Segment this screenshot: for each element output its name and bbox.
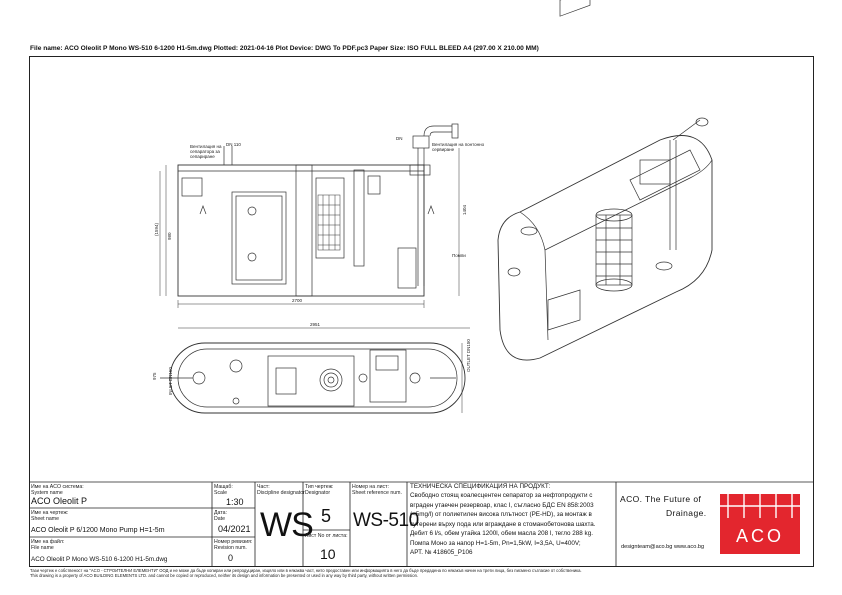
filter-basket	[317, 194, 341, 251]
revision-label: Номер ревизия:	[214, 539, 253, 545]
spec-line: (<5mg/l) от полиетилен висока плътност (…	[410, 511, 592, 518]
sheet-num-label-en: Sheet reference num.	[352, 490, 402, 496]
part-label-en: Discipline designator	[257, 490, 305, 496]
file-name-value: ACO Oleolit P Mono WS-510 6-1200 H1-5m.d…	[31, 556, 168, 563]
revision-value: 0	[228, 553, 234, 563]
spec-line: АРТ. № 418605_P106	[410, 549, 473, 556]
label-outlet: OUTLET DN150	[466, 339, 471, 372]
file-name-label: Име на файл:	[31, 539, 65, 545]
type-value: 5	[321, 506, 332, 526]
front-elevation	[159, 123, 470, 329]
sheets-value: 10	[320, 546, 336, 562]
type-label-en: Designator	[305, 490, 331, 496]
aco-logo: ACO	[720, 494, 800, 554]
spec-line: вграден утаечен резервоар, клас I, съгла…	[410, 501, 594, 509]
label-inlet: INLET DN150	[168, 367, 173, 395]
company-tagline: ACO. The Future of	[620, 494, 702, 504]
label-dn110: DN 110	[226, 142, 241, 147]
sheet-name-label-en: Sheet name	[31, 516, 59, 522]
label-dn-small: DN	[396, 136, 403, 141]
spec-line: Помпа Моно за напор H=1-5m, Pn=1,5kW, I=…	[410, 539, 581, 547]
dim-1594: (1594)	[154, 222, 159, 236]
file-name-label-en: File name	[31, 545, 54, 551]
revision-label-en: Revision num.	[214, 545, 247, 551]
sheets-label: Лист No от листа:	[305, 533, 348, 539]
part-label: Част:	[257, 484, 270, 490]
drawing-header: File name: ACO Oleolit P Mono WS-510 6-1…	[30, 45, 539, 52]
company-tagline-2: Drainage.	[666, 508, 707, 518]
sheet-num-label: Номер на лист:	[352, 484, 389, 490]
date-label: Дата:	[214, 510, 227, 516]
isometric-view	[497, 0, 713, 361]
part-value: WS	[260, 506, 314, 544]
copyright-en: This drawing is a property of ACO BUILDI…	[30, 573, 419, 579]
dim-980: 980	[167, 232, 172, 240]
sheet-num-value: WS-510	[353, 510, 419, 531]
copyright-bg: Тази чертеж е собственост на "ACO - СТРО…	[30, 568, 582, 573]
date-value: 04/2021	[218, 524, 251, 534]
sheet-name-value: ACO Oleolit P 6/1200 Mono Pump H=1-5m	[31, 527, 165, 534]
spec-line: сутерени върху пода или вграждане в стом…	[410, 520, 596, 528]
spec-title: ТЕХНИЧЕСКА СПЕЦИФИКАЦИЯ НА ПРОДУКТ:	[410, 483, 551, 490]
system-label: Име на ACO система:	[31, 484, 84, 490]
copyright-notice: Тази чертеж е собственост на "ACO - СТРО…	[30, 568, 582, 578]
plan-view	[160, 342, 466, 414]
dim-2700: 2700	[292, 298, 303, 303]
date-label-en: Date	[214, 516, 225, 522]
type-label: Тип чертеж:	[305, 484, 334, 490]
aco-logo-text: ACO	[735, 526, 784, 546]
label-pump: Помпи	[452, 253, 466, 258]
dim-1404: 1404	[462, 204, 467, 215]
dim-975: 975	[152, 372, 157, 380]
system-label-en: System name	[31, 490, 63, 496]
scale-value: 1:30	[226, 497, 244, 507]
dim-2951: 2951	[310, 322, 321, 327]
spec-line: Дебит 6 l/s, обем утайка 1200l, обем мас…	[410, 530, 593, 537]
aco-logo-grid	[720, 494, 800, 518]
company-contact: designteam@aco.bg www.aco.bg	[621, 544, 705, 550]
spec-line: Свободно стоящ коалесцентен сепаратор за…	[410, 492, 593, 499]
system-value: ACO Oleolit P	[31, 496, 88, 506]
scale-label: Мащаб:	[214, 484, 233, 490]
drawing-frame	[29, 56, 814, 567]
sheet-name-label: Име на чертеж:	[31, 510, 69, 516]
scale-label-en: Scale	[214, 490, 227, 496]
